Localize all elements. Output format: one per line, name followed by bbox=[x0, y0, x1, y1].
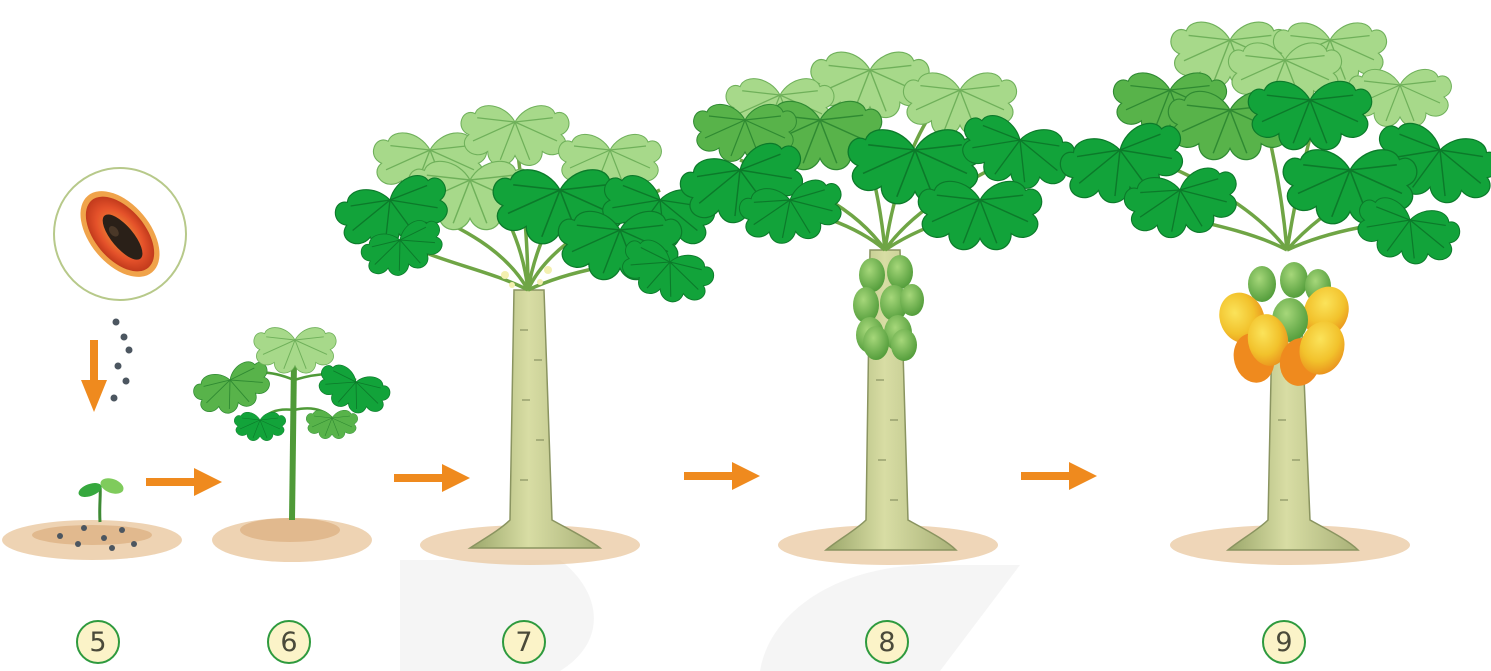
green-fruit-cluster bbox=[853, 255, 924, 361]
sprout-icon bbox=[77, 475, 126, 522]
trunk bbox=[470, 290, 600, 548]
stage-5-seed-sprout bbox=[2, 168, 186, 560]
arrow-8-to-9-icon bbox=[1021, 462, 1097, 490]
stage-9-ripe-fruit-tree bbox=[1056, 22, 1491, 565]
stage-8-green-fruit-tree bbox=[676, 52, 1079, 565]
stage-6-young-plant bbox=[190, 328, 394, 562]
stage-number-badge: 7 bbox=[502, 620, 546, 664]
stage-number-badge: 9 bbox=[1262, 620, 1306, 664]
stage-number-badge: 8 bbox=[865, 620, 909, 664]
stage-number-badge: 6 bbox=[267, 620, 311, 664]
stage-7-mature-tree bbox=[331, 106, 719, 565]
down-arrow-icon bbox=[81, 340, 107, 412]
arrow-5-to-6-icon bbox=[146, 468, 222, 496]
falling-seeds bbox=[111, 319, 133, 402]
stage-number-badge: 5 bbox=[76, 620, 120, 664]
ripe-fruit-cluster bbox=[1211, 262, 1357, 389]
watermark bbox=[400, 560, 1020, 671]
arrow-6-to-7-icon bbox=[394, 464, 470, 492]
arrow-7-to-8-icon bbox=[684, 462, 760, 490]
